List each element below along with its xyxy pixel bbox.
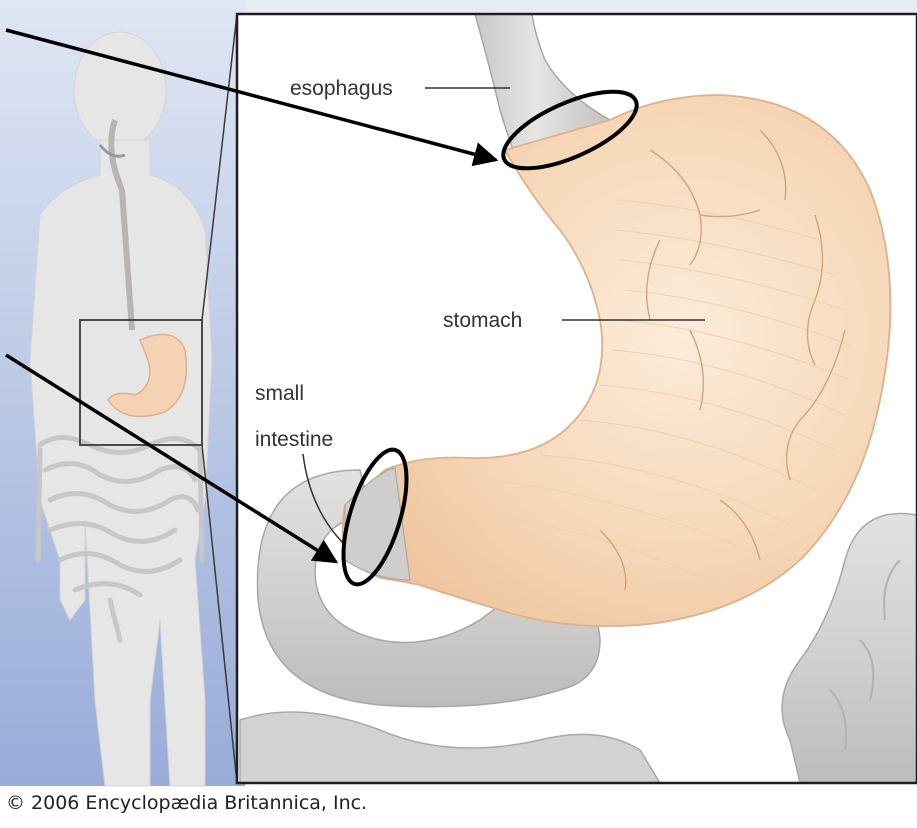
small-intestine-label-line2: intestine — [255, 427, 333, 452]
zoom-panel — [237, 14, 917, 783]
copyright-notice: © 2006 Encyclopædia Britannica, Inc. — [6, 792, 367, 814]
stomach-label: stomach — [443, 308, 522, 333]
small-intestine-label-line1: small — [255, 381, 304, 406]
top-background-band — [245, 0, 917, 14]
esophagus-label: esophagus — [290, 76, 393, 101]
